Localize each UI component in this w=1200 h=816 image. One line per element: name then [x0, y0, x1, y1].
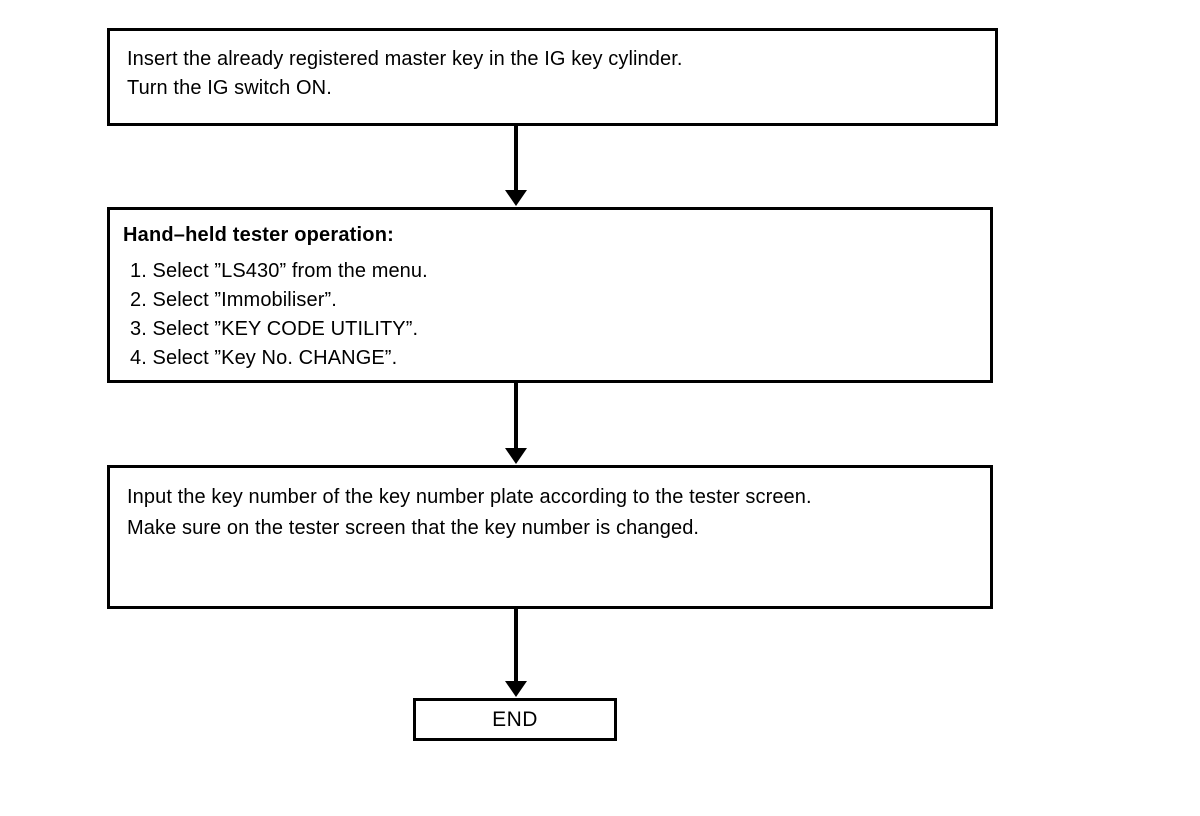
- connector-shaft: [514, 383, 518, 450]
- arrowhead-down-icon: [505, 190, 527, 206]
- connector-step-2-to-step-3: [505, 383, 527, 465]
- step-2-list: 1. Select ”LS430” from the menu. 2. Sele…: [123, 257, 974, 373]
- connector-step-3-to-end: [505, 609, 527, 698]
- list-item: 3. Select ”KEY CODE UTILITY”.: [130, 318, 419, 340]
- list-item: 4. Select ”Key No. CHANGE”.: [130, 347, 398, 369]
- arrowhead-down-icon: [505, 448, 527, 464]
- flowchart-node-step-2: Hand–held tester operation: 1. Select ”L…: [107, 207, 993, 383]
- arrowhead-down-icon: [505, 681, 527, 697]
- connector-shaft: [514, 609, 518, 683]
- flowchart-node-step-3: Input the key number of the key number p…: [107, 465, 993, 609]
- list-item: 1. Select ”LS430” from the menu.: [130, 260, 428, 282]
- list-item: 2. Select ”Immobiliser”.: [130, 289, 337, 311]
- step-3-text: Input the key number of the key number p…: [127, 486, 812, 539]
- connector-step-1-to-step-2: [505, 126, 527, 207]
- flowchart-node-end: END: [413, 698, 617, 741]
- step-2-heading: Hand–held tester operation:: [123, 224, 394, 246]
- step-1-text: Insert the already registered master key…: [127, 48, 683, 99]
- end-label: END: [492, 707, 538, 731]
- flowchart-node-step-1: Insert the already registered master key…: [107, 28, 998, 126]
- connector-shaft: [514, 126, 518, 192]
